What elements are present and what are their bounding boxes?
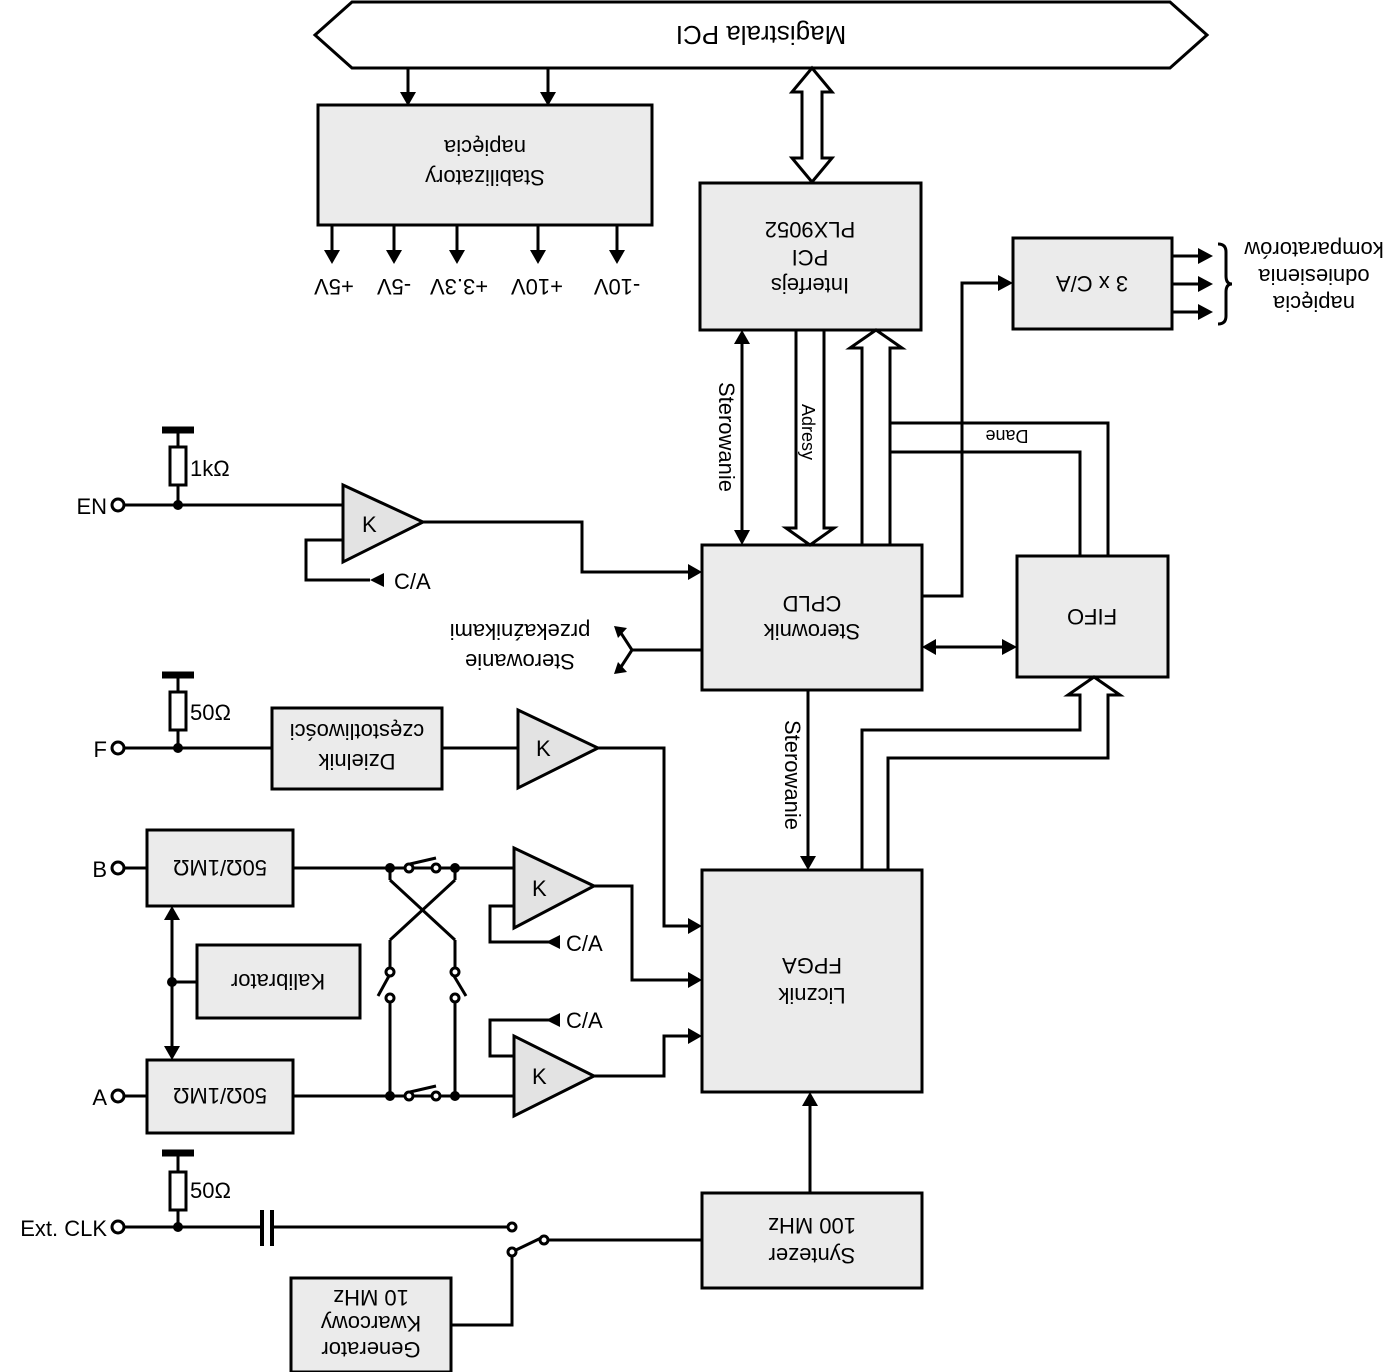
input-f-label: F [94,737,107,762]
comparator-f [516,707,602,791]
fpga-label-2: Licznik [777,983,845,1008]
resistor-f-label: 50Ω [190,700,231,725]
impedance-b-label: 50Ω/1MΩ [173,855,267,880]
wires [124,65,1233,1327]
stabilizers-label-1: napięcia [443,135,526,160]
ca-a-label: C/A [566,1008,603,1033]
synth-label-1: 100 MHz [768,1213,856,1238]
amp-f-label: K [536,736,551,761]
input-en-label: EN [76,494,107,519]
voltage-label: -10V [593,274,640,299]
plx-label-2: PCI [792,245,829,270]
outputs-label-3: napięcia [1272,291,1355,316]
voltage-label: +10V [511,274,563,299]
plx-label-3: Interfejs [771,273,849,298]
en-terminal [110,497,126,513]
dac3-block [1011,236,1174,331]
plx-interface-block [698,181,923,332]
fifo-label: FIFO [1067,604,1117,629]
fpga-counter-block [700,868,924,1094]
sterowanie-fpga-label: Sterowanie [780,720,805,830]
stabilizers-block [316,103,654,227]
osc-label-1: 10 MHz [333,1285,409,1310]
a-terminal [110,1088,126,1104]
impedance-a-label: 50Ω/1MΩ [173,1083,267,1108]
impedance-a-block [145,1058,295,1135]
relay-label-2: Sterowanie [465,649,575,674]
dane-label: Dane [985,426,1028,446]
comparator-a [512,1033,598,1119]
outputs-label-2: odniesienia [1258,264,1370,289]
dac3-label: 3 x C/A [1056,271,1128,296]
voltage-label: +3.3V [430,274,488,299]
outputs-label-1: komparatorów [1244,237,1384,262]
frequency-divider-block [270,706,444,791]
amp-b-label: K [532,876,547,901]
adresy-label: Adresy [798,404,818,460]
divider-label-2: Dzielnik [317,749,395,774]
fifo-block [1015,554,1170,679]
f-terminal [110,740,126,756]
voltage-label: +5V [314,274,354,299]
plx-label-1: PLX9052 [765,217,856,242]
cpld-label-2: Sterownik [763,619,861,644]
stabilizers-label-2: Stabilizatory [425,165,545,190]
synthesizer-block [700,1191,924,1290]
resistor-en-label: 1kΩ [190,456,230,481]
resistor-clk-label: 50Ω [190,1178,231,1203]
sterowanie-plx-label: Sterowanie [714,382,739,492]
amp-a-label: K [532,1064,547,1089]
divider-label-1: częstotliwości [290,719,424,744]
fpga-label-1: FPGA [782,953,842,978]
ca-en-label: C/A [394,569,431,594]
comparator-b [512,845,598,931]
relay-label-1: przekaźnikami [450,619,591,644]
calibrator-block [195,943,362,1020]
calibrator-label: Kalibrator [231,969,325,994]
cpld-label-1: CPLD [783,591,842,616]
ca-b-label: C/A [566,931,603,956]
arrowheads [164,92,1213,1106]
input-a-label: A [92,1085,107,1110]
comparator-en [341,482,427,565]
osc-label-2: Kwarcowy [321,1311,421,1336]
pci-bus [312,0,1210,70]
synth-label-2: Syntezer [769,1243,856,1268]
voltage-label: -5V [377,274,412,299]
cpld-controller-block [700,543,924,692]
amp-en-label: K [362,512,377,537]
b-terminal [110,860,126,876]
input-b-label: B [92,857,107,882]
osc-label-3: Generator [321,1337,420,1362]
clk-terminal [110,1219,126,1235]
pci-bus-label: Magistrala PCI [676,20,847,50]
input-clk-label: Ext. CLK [20,1216,107,1241]
